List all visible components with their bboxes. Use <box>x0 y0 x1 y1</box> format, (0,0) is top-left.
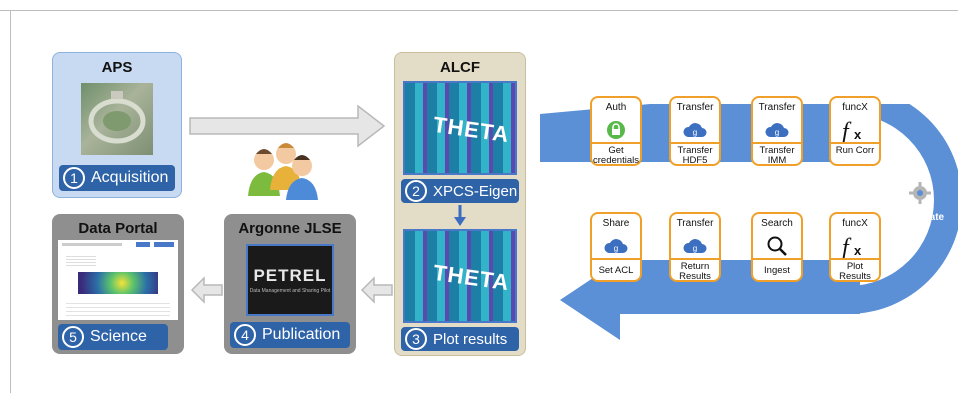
globus-cloud-icon: g <box>753 117 801 143</box>
globus-cloud-icon: g <box>671 117 719 143</box>
automate-gear-icon <box>909 182 931 204</box>
step-number-5: 5 <box>62 326 84 348</box>
svg-text:x: x <box>854 243 862 258</box>
acquisition-label: Acquisition <box>91 169 169 186</box>
svg-text:g: g <box>693 128 697 137</box>
plot-results-label: Plot results <box>433 330 508 348</box>
step-number-3: 3 <box>405 328 427 350</box>
svg-text:g: g <box>775 128 779 137</box>
globus-cloud-icon: g <box>592 233 640 259</box>
publication-label: Publication <box>262 326 341 343</box>
ingest-action: Ingest <box>764 265 790 276</box>
set-acl-action: Set ACL <box>598 265 634 276</box>
lock-icon <box>592 117 640 143</box>
frame-top-border <box>0 10 958 11</box>
svg-text:g: g <box>614 244 618 253</box>
automate-label: Automate <box>898 212 945 223</box>
jlse-to-portal-arrow <box>190 276 223 304</box>
svg-text:f: f <box>842 119 852 143</box>
petrel-word: PETREL <box>253 266 327 285</box>
people-icon <box>248 143 318 200</box>
alcf-panel: ALCF THETA 2 XPCS-Eigen THETA 3 Plot res… <box>394 52 526 356</box>
aps-title: APS <box>101 59 133 76</box>
xpcs-eigen-step: 2 XPCS-Eigen <box>401 179 519 203</box>
data-portal-title: Data Portal <box>78 220 158 237</box>
aps-aerial-photo <box>81 83 153 155</box>
transfer-imm-title: Transfer <box>758 102 796 113</box>
theta-supercomputer-photo-bottom: THETA <box>403 229 517 323</box>
funcx-run-title: funcX <box>842 102 868 113</box>
share-card: Share g Set ACL <box>590 212 642 282</box>
petrel-logo: PETREL Data Management and Sharing Pilot <box>246 244 334 316</box>
search-title: Search <box>761 218 793 229</box>
search-card: Search Ingest <box>751 212 803 282</box>
transfer-hdf5-title: Transfer <box>676 102 714 113</box>
svg-text:f: f <box>842 235 852 259</box>
alcf-to-jlse-arrow <box>360 276 393 304</box>
auth-title: Auth <box>605 102 627 113</box>
magnifier-icon <box>753 233 801 259</box>
step-number-1: 1 <box>63 167 85 189</box>
share-title: Share <box>602 218 630 229</box>
science-label: Science <box>90 328 147 345</box>
plot-results-step: 3 Plot results <box>401 327 519 351</box>
transfer-hdf5-action: Transfer HDF5 <box>677 145 713 166</box>
auth-card: Auth Get credentials <box>590 96 642 166</box>
globus-cloud-icon: g <box>671 233 719 259</box>
auth-action: Get credentials <box>593 145 639 166</box>
jlse-panel: Argonne JLSE PETREL Data Management and … <box>224 214 356 354</box>
return-results-card: Transfer g Return Results <box>669 212 721 282</box>
run-corr-action: Run Corr <box>835 145 875 156</box>
step-number-4: 4 <box>234 324 256 346</box>
aps-to-alcf-arrow <box>189 104 386 148</box>
down-arrow <box>454 205 466 226</box>
alcf-title: ALCF <box>440 59 480 76</box>
svg-text:x: x <box>854 127 862 142</box>
theta-supercomputer-photo-top: THETA <box>403 81 517 175</box>
plot-results-action: Plot Results <box>839 261 871 282</box>
transfer-hdf5-card: Transfer g Transfer HDF5 <box>669 96 721 166</box>
transfer-imm-action: Transfer IMM <box>759 145 795 166</box>
science-step: 5 Science <box>58 324 168 350</box>
acquisition-step: 1 Acquisition <box>59 165 175 191</box>
heatmap-thumbnail <box>78 272 158 294</box>
xpcs-eigen-label: XPCS-Eigen <box>433 182 518 200</box>
transfer-imm-card: Transfer g Transfer IMM <box>751 96 803 166</box>
return-results-action: Return Results <box>679 261 711 282</box>
frame-left-border <box>10 10 11 393</box>
svg-text:g: g <box>693 244 697 253</box>
data-portal-panel: Data Portal 5 Science <box>52 214 184 354</box>
theta-label-bottom: THETA <box>431 259 512 296</box>
jlse-title: Argonne JLSE <box>238 220 342 237</box>
portal-screenshot <box>58 240 178 320</box>
petrel-subtitle: Data Management and Sharing Pilot <box>249 288 331 294</box>
aps-panel: APS 1 Acquisition <box>52 52 182 198</box>
funcx-plot-title: funcX <box>842 218 868 229</box>
step-number-2: 2 <box>405 180 427 202</box>
theta-label-top: THETA <box>431 111 512 148</box>
publication-step: 4 Publication <box>230 322 350 348</box>
return-transfer-title: Transfer <box>676 218 714 229</box>
